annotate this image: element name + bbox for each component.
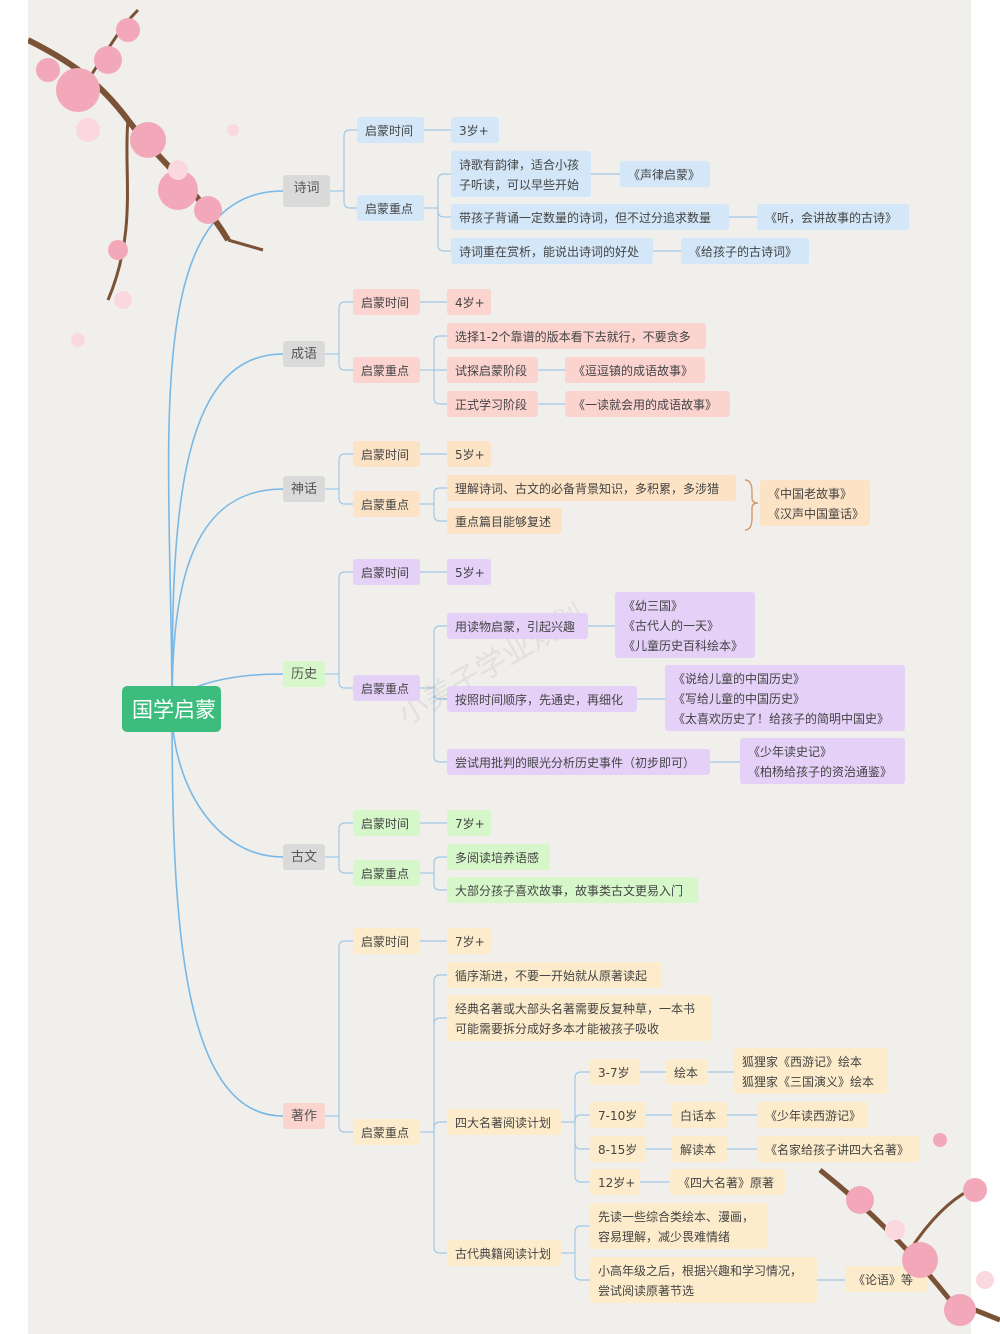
idiom-book-2: 《逗逗镇的成语故事》 [565,357,705,383]
myth-time-label: 启蒙时间 [353,441,420,467]
works-point-1: 循序渐进，不要一开始就从原著读起 [447,962,662,988]
poetry-time-label: 启蒙时间 [357,117,424,143]
cherry-blossom-branch-bottom-right [818,1133,1000,1326]
works-plan: 四大名著阅读计划 [447,1109,561,1135]
works-focus-label: 启蒙重点 [353,1119,420,1145]
works-time-value: 7岁+ [447,928,491,954]
poetry-book-1: 《声律启蒙》 [620,161,710,187]
history-focus-label: 启蒙重点 [353,675,420,701]
idiom-point-2: 试探启蒙阶段 [447,357,538,383]
myth-books: 《中国老故事》 《汉声中国童话》 [760,480,870,526]
classical-point-1: 多阅读培养语感 [447,844,550,870]
classical-point-2: 大部分孩子喜欢故事，故事类古文更易入门 [447,877,698,903]
myth-point-1: 理解诗词、古文的必备背景知识，多积累，多涉猎 [447,475,736,501]
classical-time-value: 7岁+ [447,810,491,836]
topic-myth: 神话 [283,476,325,502]
poetry-book-3: 《给孩子的古诗词》 [681,238,809,264]
works-book-4: 《四大名著》原著 [670,1169,785,1195]
poetry-point-3: 诗词重在赏析，能说出诗词的好处 [451,238,653,264]
works-point-2: 经典名著或大部头名著需要反复种草，一本书 可能需要拆分成好多本才能被孩子吸收 [447,995,711,1041]
poetry-point-2: 带孩子背诵一定数量的诗词，但不过分追求数量 [451,204,729,230]
classical-time-label: 启蒙时间 [353,810,420,836]
works-book-2: 《少年读西游记》 [757,1102,868,1128]
history-book-1: 《幼三国》 《古代人的一天》 《儿童历史百科绘本》 [615,592,755,658]
topic-classical: 古文 [283,844,325,870]
works-form-2: 白话本 [672,1102,727,1128]
idiom-point-3: 正式学习阶段 [447,391,538,417]
topic-works: 著作 [283,1103,325,1129]
works-age-4: 12岁+ [590,1169,640,1195]
myth-focus-label: 启蒙重点 [353,491,420,517]
topic-history: 历史 [283,661,325,687]
works-ancient-1: 先读一些综合类绘本、漫画， 容易理解，减少畏难情绪 [590,1203,767,1249]
myth-time-value: 5岁+ [447,441,491,467]
works-book-3: 《名家给孩子讲四大名著》 [757,1136,920,1162]
idiom-point-1: 选择1-2个靠谱的版本看下去就行，不要贪多 [447,323,706,349]
classical-focus-label: 启蒙重点 [353,860,420,886]
works-form-1: 绘本 [666,1059,708,1085]
works-ancient: 古代典籍阅读计划 [447,1240,561,1266]
idiom-time-label: 启蒙时间 [353,289,420,315]
cherry-blossom-branch-top-left [28,8,264,347]
topic-idiom: 成语 [283,341,325,367]
myth-point-2: 重点篇目能够复述 [447,508,562,534]
history-point-3: 尝试用批判的眼光分析历史事件（初步即可） [447,749,710,775]
works-ancient-2: 小高年级之后，根据兴趣和学习情况， 尝试阅读原著节选 [590,1257,817,1303]
idiom-book-3: 《一读就会用的成语故事》 [565,391,730,417]
works-age-2: 7-10岁 [590,1102,646,1128]
history-book-2: 《说给儿童的中国历史》 《写给儿童的中国历史》 《太喜欢历史了！给孩子的简明中国… [665,665,905,731]
history-point-2: 按照时间顺序，先通史，再细化 [447,686,637,712]
history-time-label: 启蒙时间 [353,559,420,585]
poetry-book-2: 《听，会讲故事的古诗》 [757,204,909,230]
works-book-1: 狐狸家《西游记》绘本 狐狸家《三国演义》绘本 [734,1048,887,1094]
root-node: 国学启蒙 [122,686,221,732]
history-book-3: 《少年读史记》 《柏杨给孩子的资治通鉴》 [740,738,905,784]
poetry-time-value: 3岁+ [451,117,499,143]
history-time-value: 5岁+ [447,559,491,585]
works-form-3: 解读本 [672,1136,727,1162]
works-age-3: 8-15岁 [590,1136,646,1162]
idiom-time-value: 4岁+ [447,289,491,315]
poetry-point-1: 诗歌有韵律，适合小孩 子听读，可以早些开始 [451,151,591,197]
idiom-focus-label: 启蒙重点 [353,357,420,383]
history-point-1: 用读物启蒙，引起兴趣 [447,613,588,639]
works-time-label: 启蒙时间 [353,928,420,954]
topic-poetry: 诗词 [283,175,330,207]
poetry-focus-label: 启蒙重点 [357,195,424,221]
works-age-1: 3-7岁 [590,1059,640,1085]
